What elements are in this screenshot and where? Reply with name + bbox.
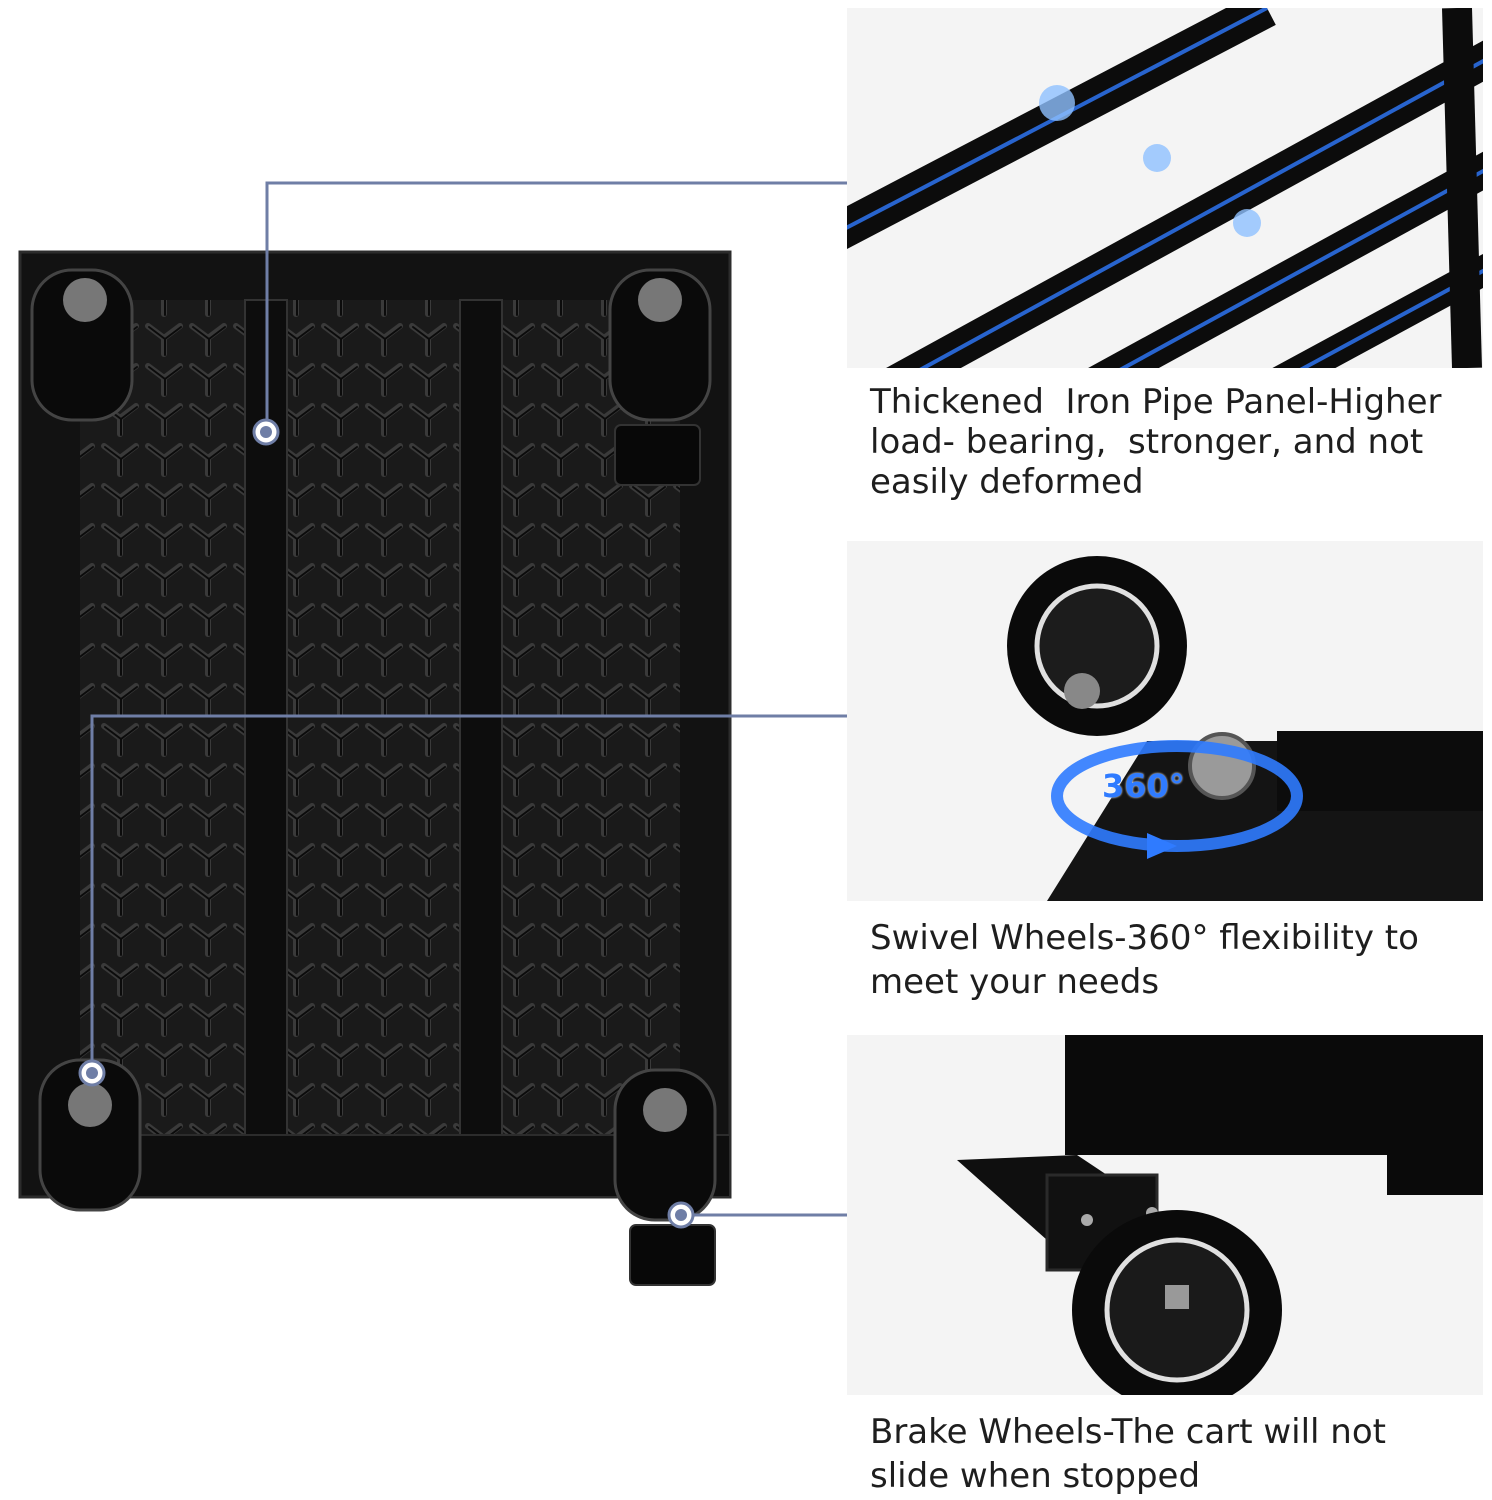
caster-bottom-right-brake — [613, 1068, 717, 1286]
caption-swivel-wheels: Swivel Wheels-360° flexibility to meet y… — [870, 918, 1419, 1002]
caption-iron-pipe-panel: Thickened Iron Pipe Panel-Higher load- b… — [870, 382, 1442, 502]
product-photo-cart-top-view — [18, 250, 732, 1286]
caster-bottom-left — [38, 1058, 142, 1212]
caster-top-right-brake — [608, 268, 712, 486]
rotation-360-badge: 360° — [1102, 767, 1185, 805]
caption-brake-wheels: Brake Wheels-The cart will not slide whe… — [870, 1412, 1386, 1496]
detail-photo-brake-wheel — [847, 1035, 1483, 1395]
caster-top-left — [30, 268, 134, 422]
detail-photo-swivel-wheel: 360° — [847, 541, 1483, 901]
detail-photo-iron-pipes — [847, 8, 1483, 368]
